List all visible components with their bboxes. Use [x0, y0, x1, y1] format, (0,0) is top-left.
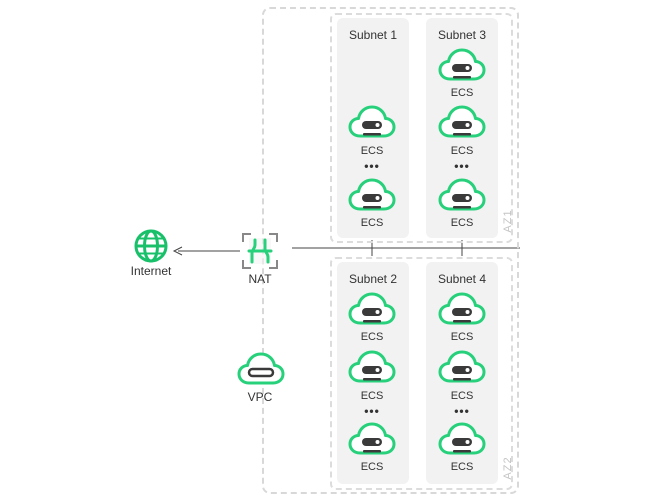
more-instances-ellipsis: ••• — [364, 159, 380, 173]
ecs-label: ECS — [360, 331, 384, 343]
globe-icon[interactable] — [133, 228, 169, 264]
internet-label: Internet — [130, 264, 172, 278]
subnet-title: Subnet 1 — [348, 28, 398, 42]
cloud-server-icon[interactable] — [437, 290, 487, 328]
subnet-title: Subnet 3 — [437, 28, 487, 42]
ecs-label: ECS — [360, 390, 384, 402]
ecs-label: ECS — [360, 145, 384, 157]
ecs-label: ECS — [360, 461, 384, 473]
cloud-server-icon[interactable] — [347, 290, 397, 328]
cloud-server-icon[interactable] — [437, 176, 487, 214]
ecs-label: ECS — [450, 331, 474, 343]
az1-label: AZ1 — [502, 209, 514, 233]
subnet-title: Subnet 4 — [437, 272, 487, 286]
ecs-label: ECS — [360, 217, 384, 229]
nat-label: NAT — [248, 272, 272, 286]
cloud-server-icon[interactable] — [437, 46, 487, 84]
cloud-server-icon[interactable] — [437, 420, 487, 458]
arrowhead-icon — [172, 246, 183, 256]
az1-boundary — [330, 13, 513, 243]
cloud-server-icon[interactable] — [347, 103, 397, 141]
ecs-label: ECS — [450, 217, 474, 229]
ecs-label: ECS — [450, 87, 474, 99]
vpc-label: VPC — [247, 390, 273, 404]
cloud-vpc-icon[interactable] — [236, 350, 286, 388]
cloud-server-icon[interactable] — [437, 103, 487, 141]
subnet-title: Subnet 2 — [348, 272, 398, 286]
cloud-server-icon[interactable] — [347, 348, 397, 386]
cloud-server-icon[interactable] — [437, 348, 487, 386]
ecs-label: ECS — [450, 461, 474, 473]
ecs-label: ECS — [450, 145, 474, 157]
az2-boundary — [330, 257, 513, 490]
az2-label: AZ2 — [502, 456, 514, 480]
more-instances-ellipsis: ••• — [454, 159, 470, 173]
cloud-server-icon[interactable] — [347, 176, 397, 214]
ecs-label: ECS — [450, 390, 474, 402]
more-instances-ellipsis: ••• — [454, 404, 470, 418]
more-instances-ellipsis: ••• — [364, 404, 380, 418]
nat-gateway-icon[interactable] — [241, 232, 279, 270]
cloud-server-icon[interactable] — [347, 420, 397, 458]
